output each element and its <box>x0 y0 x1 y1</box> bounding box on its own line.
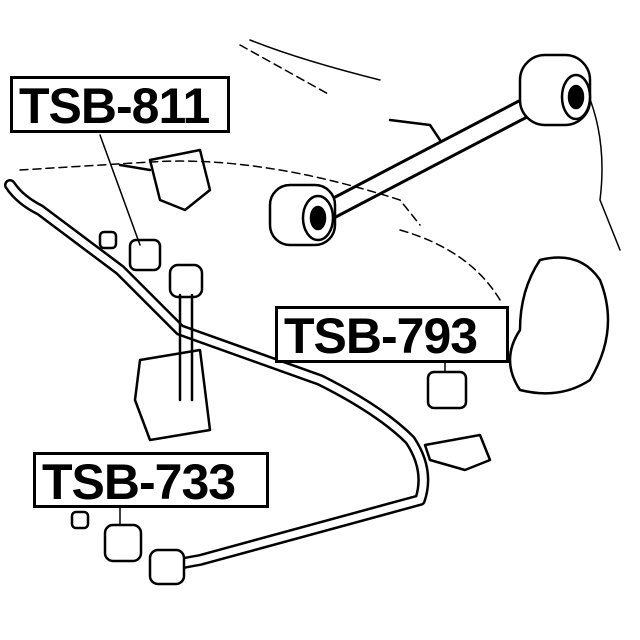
end-bushing <box>148 548 186 586</box>
leader-811 <box>99 134 141 246</box>
bushing-811 <box>128 238 162 272</box>
body-outline <box>19 44 501 301</box>
part-label-tsb-733: TSB-733 <box>33 452 269 508</box>
part-label-tsb-811: TSB-811 <box>10 76 230 133</box>
lower-bracket <box>133 348 212 442</box>
bushing-733 <box>103 523 143 563</box>
trailing-arm <box>318 88 552 222</box>
clamp-793 <box>423 433 492 472</box>
stabilizer-bar <box>4 179 430 576</box>
bracket-upper <box>148 148 212 212</box>
stabilizer-link <box>178 293 194 402</box>
part-label-tsb-793: TSB-793 <box>275 306 509 363</box>
bushing-793 <box>426 370 468 410</box>
stabilizer-link-bushing <box>168 263 204 299</box>
knuckle <box>508 256 610 395</box>
